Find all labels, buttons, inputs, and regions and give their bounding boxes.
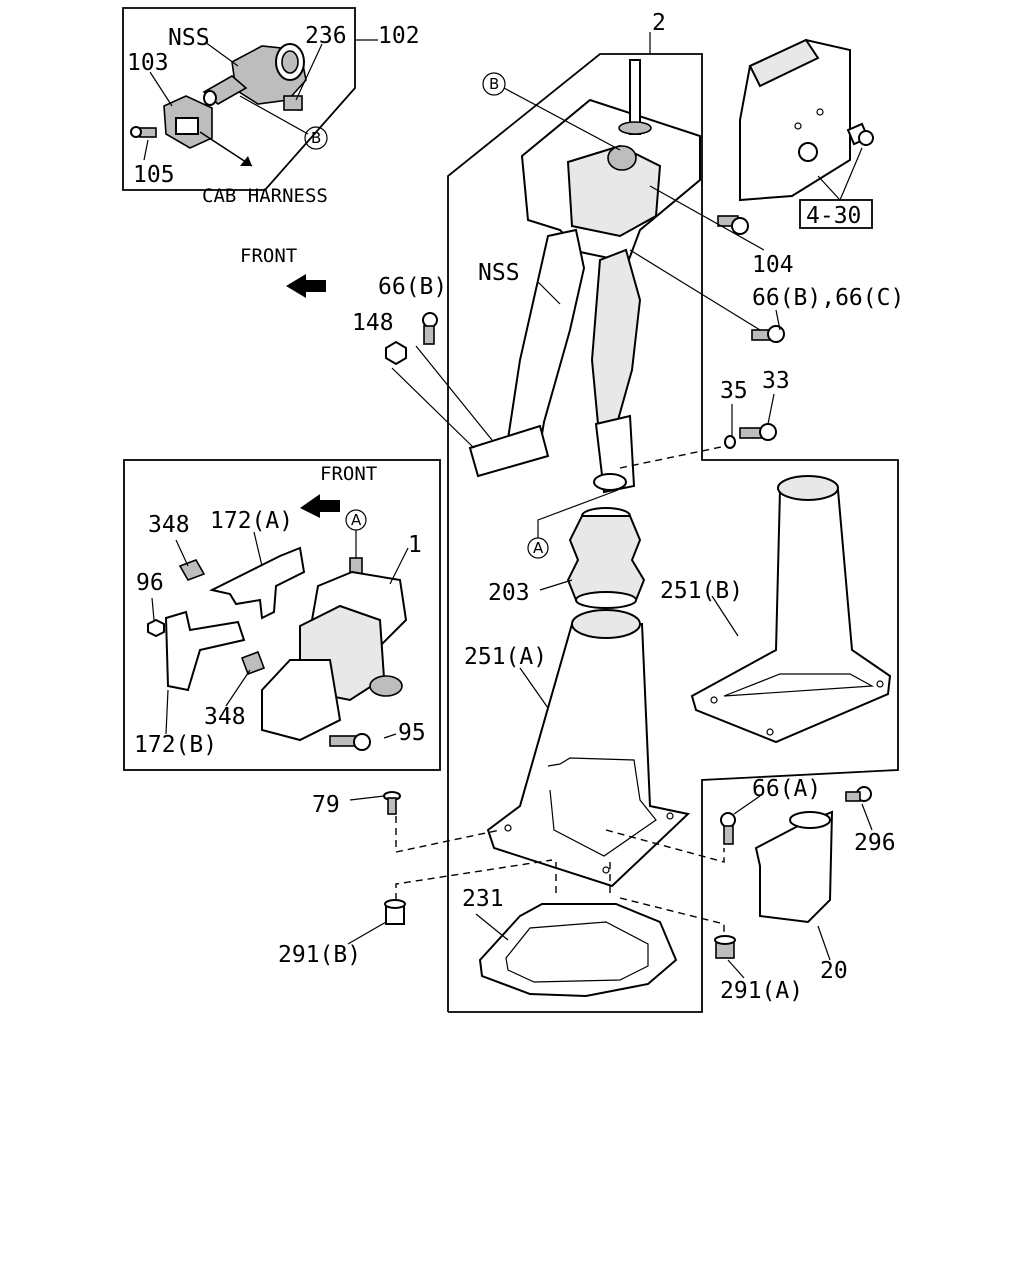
label-172b: 172(B) [134,732,217,758]
cover-20-icon [754,810,834,924]
label-105: 105 [133,162,175,188]
label-front-main: FRONT [240,245,297,267]
console-bracket-icon [739,38,851,202]
clip-348-bottom-icon [240,650,266,676]
bolt-104-icon [717,215,749,235]
label-104: 104 [752,252,794,278]
front-arrow-inset-icon [300,494,340,518]
shift-control-inset: FRONT A [123,459,441,771]
label-66b: 66(B) [378,274,447,300]
label-172a: 172(A) [210,508,293,534]
label-251a: 251(A) [464,644,547,670]
bolt-66b-icon [422,312,438,345]
rubber-boot-203-icon [566,507,646,609]
bracket-172b-icon [164,610,246,692]
label-cab-harness: CAB HARNESS [202,185,328,207]
boot-251b-icon [690,475,892,744]
screw-105-icon [130,126,157,138]
label-b-main: B [489,75,499,93]
bolt-95-icon [329,733,371,751]
nss-switch-inset: NSS 236 102 103 105 CAB HARNESS B [122,7,420,207]
label-66a: 66(A) [752,776,821,802]
label-96: 96 [136,570,164,596]
screw-79-icon [383,791,401,815]
label-2: 2 [652,10,666,36]
bolt-296-icon [845,786,872,802]
label-348-top: 348 [148,512,190,538]
label-102: 102 [378,23,420,49]
nut-148-icon [385,340,407,366]
clip-348-top-icon [178,559,206,581]
bolt-33-icon [739,423,777,441]
label-33: 33 [762,368,790,394]
label-231: 231 [462,886,504,912]
bracket-172a-icon [209,546,306,620]
label-236: 236 [305,23,347,49]
nut-96-icon [147,618,165,638]
shift-mechanism-icon [261,557,408,742]
label-nss-main: NSS [478,260,520,286]
label-35: 35 [720,378,748,404]
circle-b-inset [304,126,328,150]
screw-66a-icon [720,812,736,845]
label-251b: 251(B) [660,578,743,604]
label-a-main: A [533,539,544,557]
nss-switch-icon [202,43,307,111]
bolt-4-30-icon [846,122,874,146]
label-296: 296 [854,830,896,856]
label-4-30: 4-30 [806,203,861,229]
circle-b-main [482,72,506,96]
label-nss-inset: NSS [168,25,210,51]
connector-103-icon [163,95,213,149]
label-148: 148 [352,310,394,336]
label-103: 103 [127,50,169,76]
label-b-inset: B [311,129,321,147]
label-79: 79 [312,792,340,818]
label-1: 1 [408,532,422,558]
front-arrow-main: FRONT [240,245,326,298]
shift-lever-assembly-box: 2 [447,10,899,1013]
ref-4-30-box [799,199,873,229]
plate-231-icon [478,903,678,998]
label-20: 20 [820,958,848,984]
label-66bc: 66(B),66(C) [752,285,904,311]
label-291b: 291(B) [278,942,361,968]
front-arrow-icon [286,274,326,298]
washer-35-icon [724,435,736,449]
clip-291a-icon [714,935,736,959]
shift-lever-bracket-icon [468,59,701,494]
label-a-inset: A [351,511,362,529]
label-front-inset: FRONT [320,463,377,485]
label-348-bottom: 348 [204,704,246,730]
label-291a: 291(A) [720,978,803,1004]
label-203: 203 [488,580,530,606]
clip-291b-icon [384,899,406,925]
boot-251a-icon [486,609,691,888]
label-95: 95 [398,720,426,746]
